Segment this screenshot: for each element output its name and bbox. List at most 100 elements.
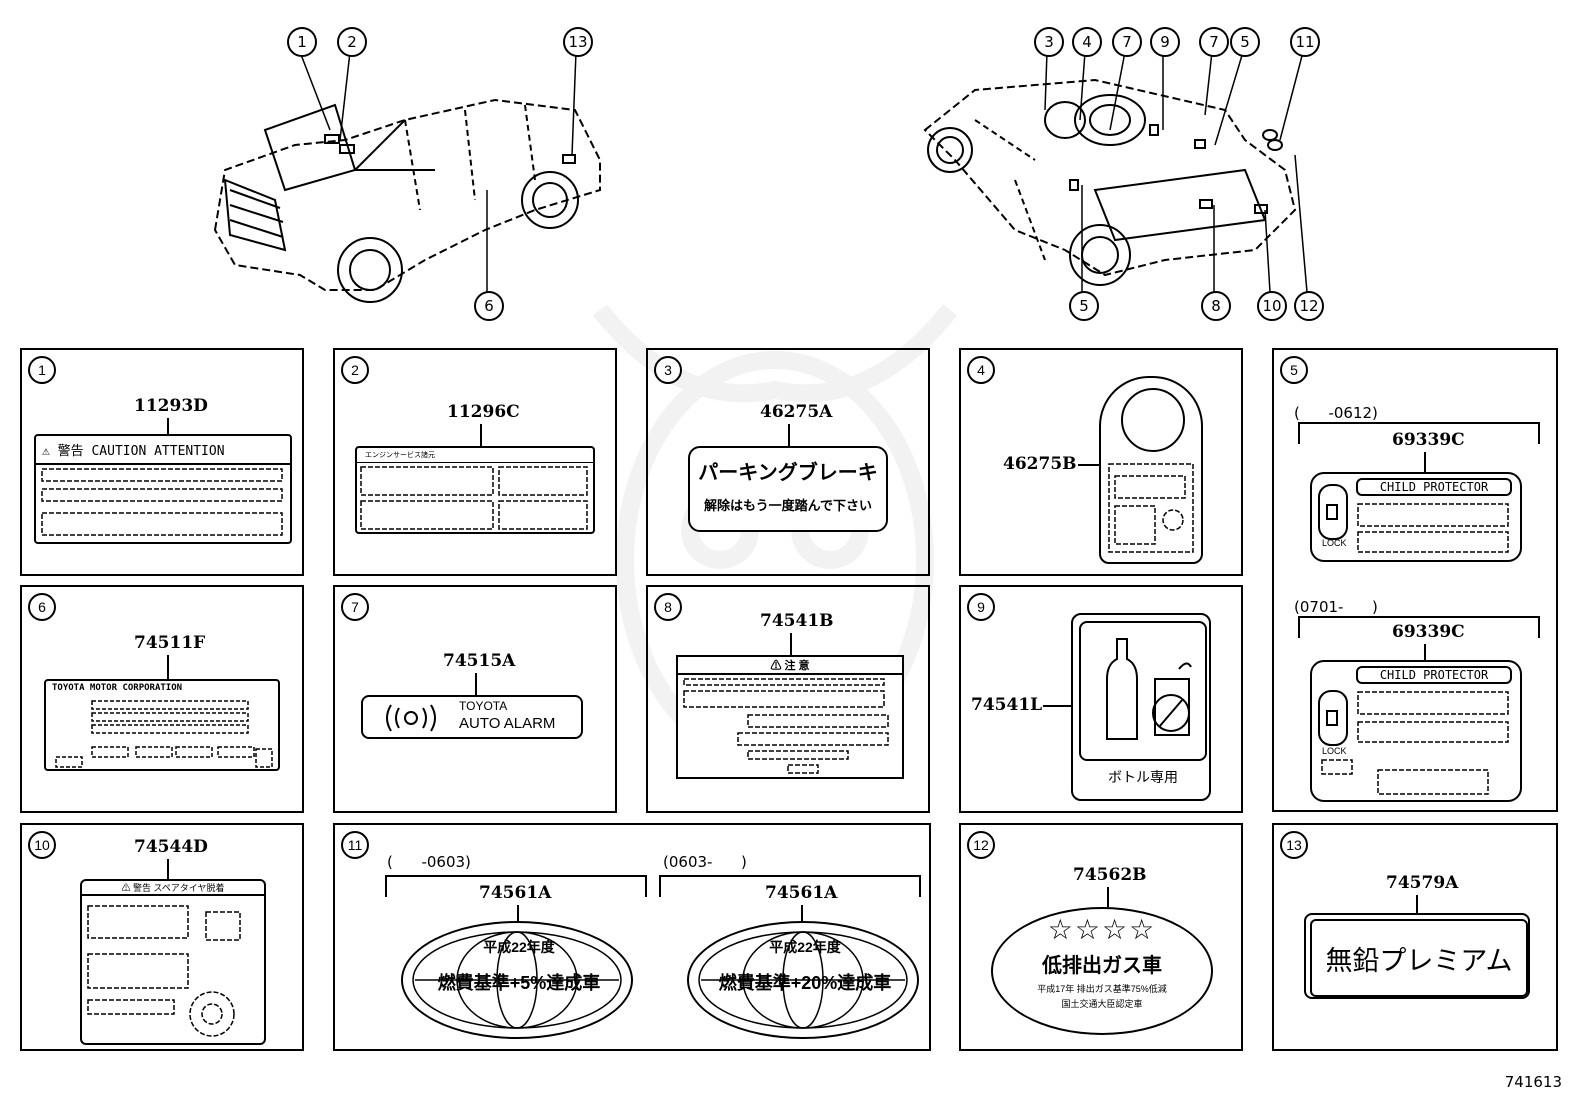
- label-caption: ボトル専用: [1108, 769, 1178, 785]
- label-line2: 解除はもう一度踏んで下さい: [704, 498, 872, 513]
- panel-number: 8: [654, 593, 682, 621]
- panel-5: 5 ( -0612) 69339C LOCK CHILD PROTECTOR (…: [1272, 348, 1558, 812]
- panel-12: 12 74562B ☆☆☆☆ 低排出ガス車 平成17年 排出ガス基準75%低減 …: [959, 823, 1243, 1051]
- bottle-icon: [1106, 638, 1192, 740]
- pictogram-frame: [1079, 621, 1207, 761]
- leader-line-2: [1424, 644, 1426, 660]
- part-number: 46275A: [760, 402, 833, 422]
- callout-1: 1: [287, 27, 317, 57]
- panel-number: 9: [967, 593, 995, 621]
- label-header: エンジンサービス諸元: [357, 448, 593, 463]
- callout-8: 8: [1201, 291, 1231, 321]
- panel-6: 6 74511F TOYOTA MOTOR CORPORATION: [20, 585, 304, 813]
- callout-9: 9: [1150, 27, 1180, 57]
- panel-number: 3: [654, 356, 682, 384]
- date-bracket-1: [1298, 422, 1540, 444]
- panel-8: 8 74541B ⚠ 注 意: [646, 585, 930, 813]
- part-number: 74541B: [760, 611, 834, 631]
- label-line1: パーキングブレーキ: [698, 462, 878, 484]
- front-vehicle-drawing: [213, 98, 601, 303]
- label-text: 燃費基準+5%達成車: [437, 973, 601, 993]
- engine-service-label: エンジンサービス諸元: [355, 446, 595, 534]
- leader-line: [1107, 887, 1109, 907]
- part-number: 11293D: [134, 396, 208, 416]
- label-header: ⚠ 注 意: [678, 657, 902, 675]
- panel-7: 7 74515A TOYOTA AUTO ALARM: [333, 585, 617, 813]
- part-number: 74579A: [1386, 873, 1459, 893]
- panel-4: 4 46275B: [959, 348, 1243, 576]
- alarm-waves-icon: [386, 704, 436, 732]
- date-range-1: ( -0612): [1294, 404, 1378, 422]
- caution-label: ⚠ 警告 CAUTION ATTENTION: [34, 434, 292, 544]
- panel-11: 11 ( -0603) 74561A 平成22年度 燃費基準+5%達成車 (06…: [333, 823, 931, 1051]
- globe-lines: [412, 931, 622, 1029]
- date-range-1: ( -0603): [387, 853, 471, 871]
- date-bracket-2: [1298, 616, 1540, 638]
- callout-10: 10: [1257, 291, 1287, 321]
- leader-line: [167, 859, 169, 879]
- panel-9: 9 74541L ボトル専用: [959, 585, 1243, 813]
- leader-line-2: [801, 905, 803, 921]
- label-title: CHILD PROTECTOR: [1356, 666, 1512, 684]
- low-emission-label: ☆☆☆☆ 低排出ガス車 平成17年 排出ガス基準75%低減 国土交通大臣認定車: [991, 907, 1213, 1035]
- part-number: 74544D: [134, 837, 208, 857]
- caution-header: ⚠ 警告 CAUTION ATTENTION: [36, 436, 290, 465]
- part-number-2: 69339C: [1392, 622, 1465, 642]
- label-text: 燃費基準+20%達成車: [718, 973, 892, 993]
- leader-line: [1043, 705, 1073, 707]
- date-range-2: (0603- ): [663, 853, 747, 871]
- fuel-economy-label-2: 平成22年度 燃費基準+20%達成車: [687, 921, 919, 1039]
- hang-tag-label: [1099, 376, 1203, 564]
- panel-10: 10 74544D ⚠ 警告 スペアタイヤ脱着: [20, 823, 304, 1051]
- part-number-1: 74561A: [479, 883, 552, 903]
- bottle-only-label: ボトル専用: [1071, 613, 1211, 801]
- plate-text-lines: [55, 700, 273, 768]
- panel-number: 13: [1280, 831, 1308, 859]
- label-text-lines: [87, 905, 241, 1037]
- leader-line: [1078, 464, 1100, 466]
- panel-2: 2 11296C エンジンサービス諸元: [333, 348, 617, 576]
- leader-line: [167, 418, 169, 434]
- callout-13: 13: [563, 27, 593, 57]
- label-text-lines: [1108, 463, 1194, 553]
- premium-unleaded-label: 無鉛プレミアム: [1304, 913, 1530, 999]
- label-year: 平成22年度: [769, 939, 841, 955]
- lock-switch-icon: [1318, 484, 1348, 540]
- panel-number: 7: [341, 593, 369, 621]
- auto-alarm-label: TOYOTA AUTO ALARM: [361, 695, 583, 739]
- lock-switch-icon: [1318, 690, 1348, 746]
- date-bracket-2: [659, 875, 921, 897]
- panel-13: 13 74579A 無鉛プレミアム: [1272, 823, 1558, 1051]
- child-protector-label-2: LOCK CHILD PROTECTOR: [1310, 660, 1522, 802]
- leader-line-1: [1424, 452, 1426, 472]
- leader-line: [1416, 895, 1418, 913]
- leader-line: [167, 655, 169, 679]
- panel-number: 11: [341, 831, 369, 859]
- panel-number: 1: [28, 356, 56, 384]
- label-title: CHILD PROTECTOR: [1356, 478, 1512, 496]
- date-range-2: (0701- ): [1294, 598, 1378, 616]
- callout-6: 6: [474, 291, 504, 321]
- stars-rating: ☆☆☆☆: [1047, 914, 1157, 945]
- vehicle-id-plate: TOYOTA MOTOR CORPORATION: [44, 679, 280, 771]
- part-number: 11296C: [447, 402, 520, 422]
- callout-4: 4: [1072, 27, 1102, 57]
- date-bracket-1: [385, 875, 647, 897]
- panel-number: 2: [341, 356, 369, 384]
- callout-2: 2: [337, 27, 367, 57]
- callout-5b: 5: [1069, 291, 1099, 321]
- lock-indicator: [1326, 710, 1338, 726]
- child-protector-label-1: LOCK CHILD PROTECTOR: [1310, 472, 1522, 562]
- globe-lines: [698, 931, 908, 1029]
- label-sub2: 国土交通大臣認定車: [1061, 999, 1143, 1009]
- label-line2: AUTO ALARM: [459, 715, 556, 732]
- lock-indicator: [1326, 504, 1338, 520]
- label-line1: TOYOTA: [459, 699, 508, 713]
- leader-line-1: [517, 905, 519, 921]
- panel-1: 1 11293D ⚠ 警告 CAUTION ATTENTION: [20, 348, 304, 576]
- label-text-lines: [41, 468, 283, 536]
- part-number: 74515A: [443, 651, 516, 671]
- diagram-id: 741613: [1504, 1073, 1562, 1091]
- callout-7b: 7: [1199, 27, 1229, 57]
- hang-hole: [1121, 388, 1185, 452]
